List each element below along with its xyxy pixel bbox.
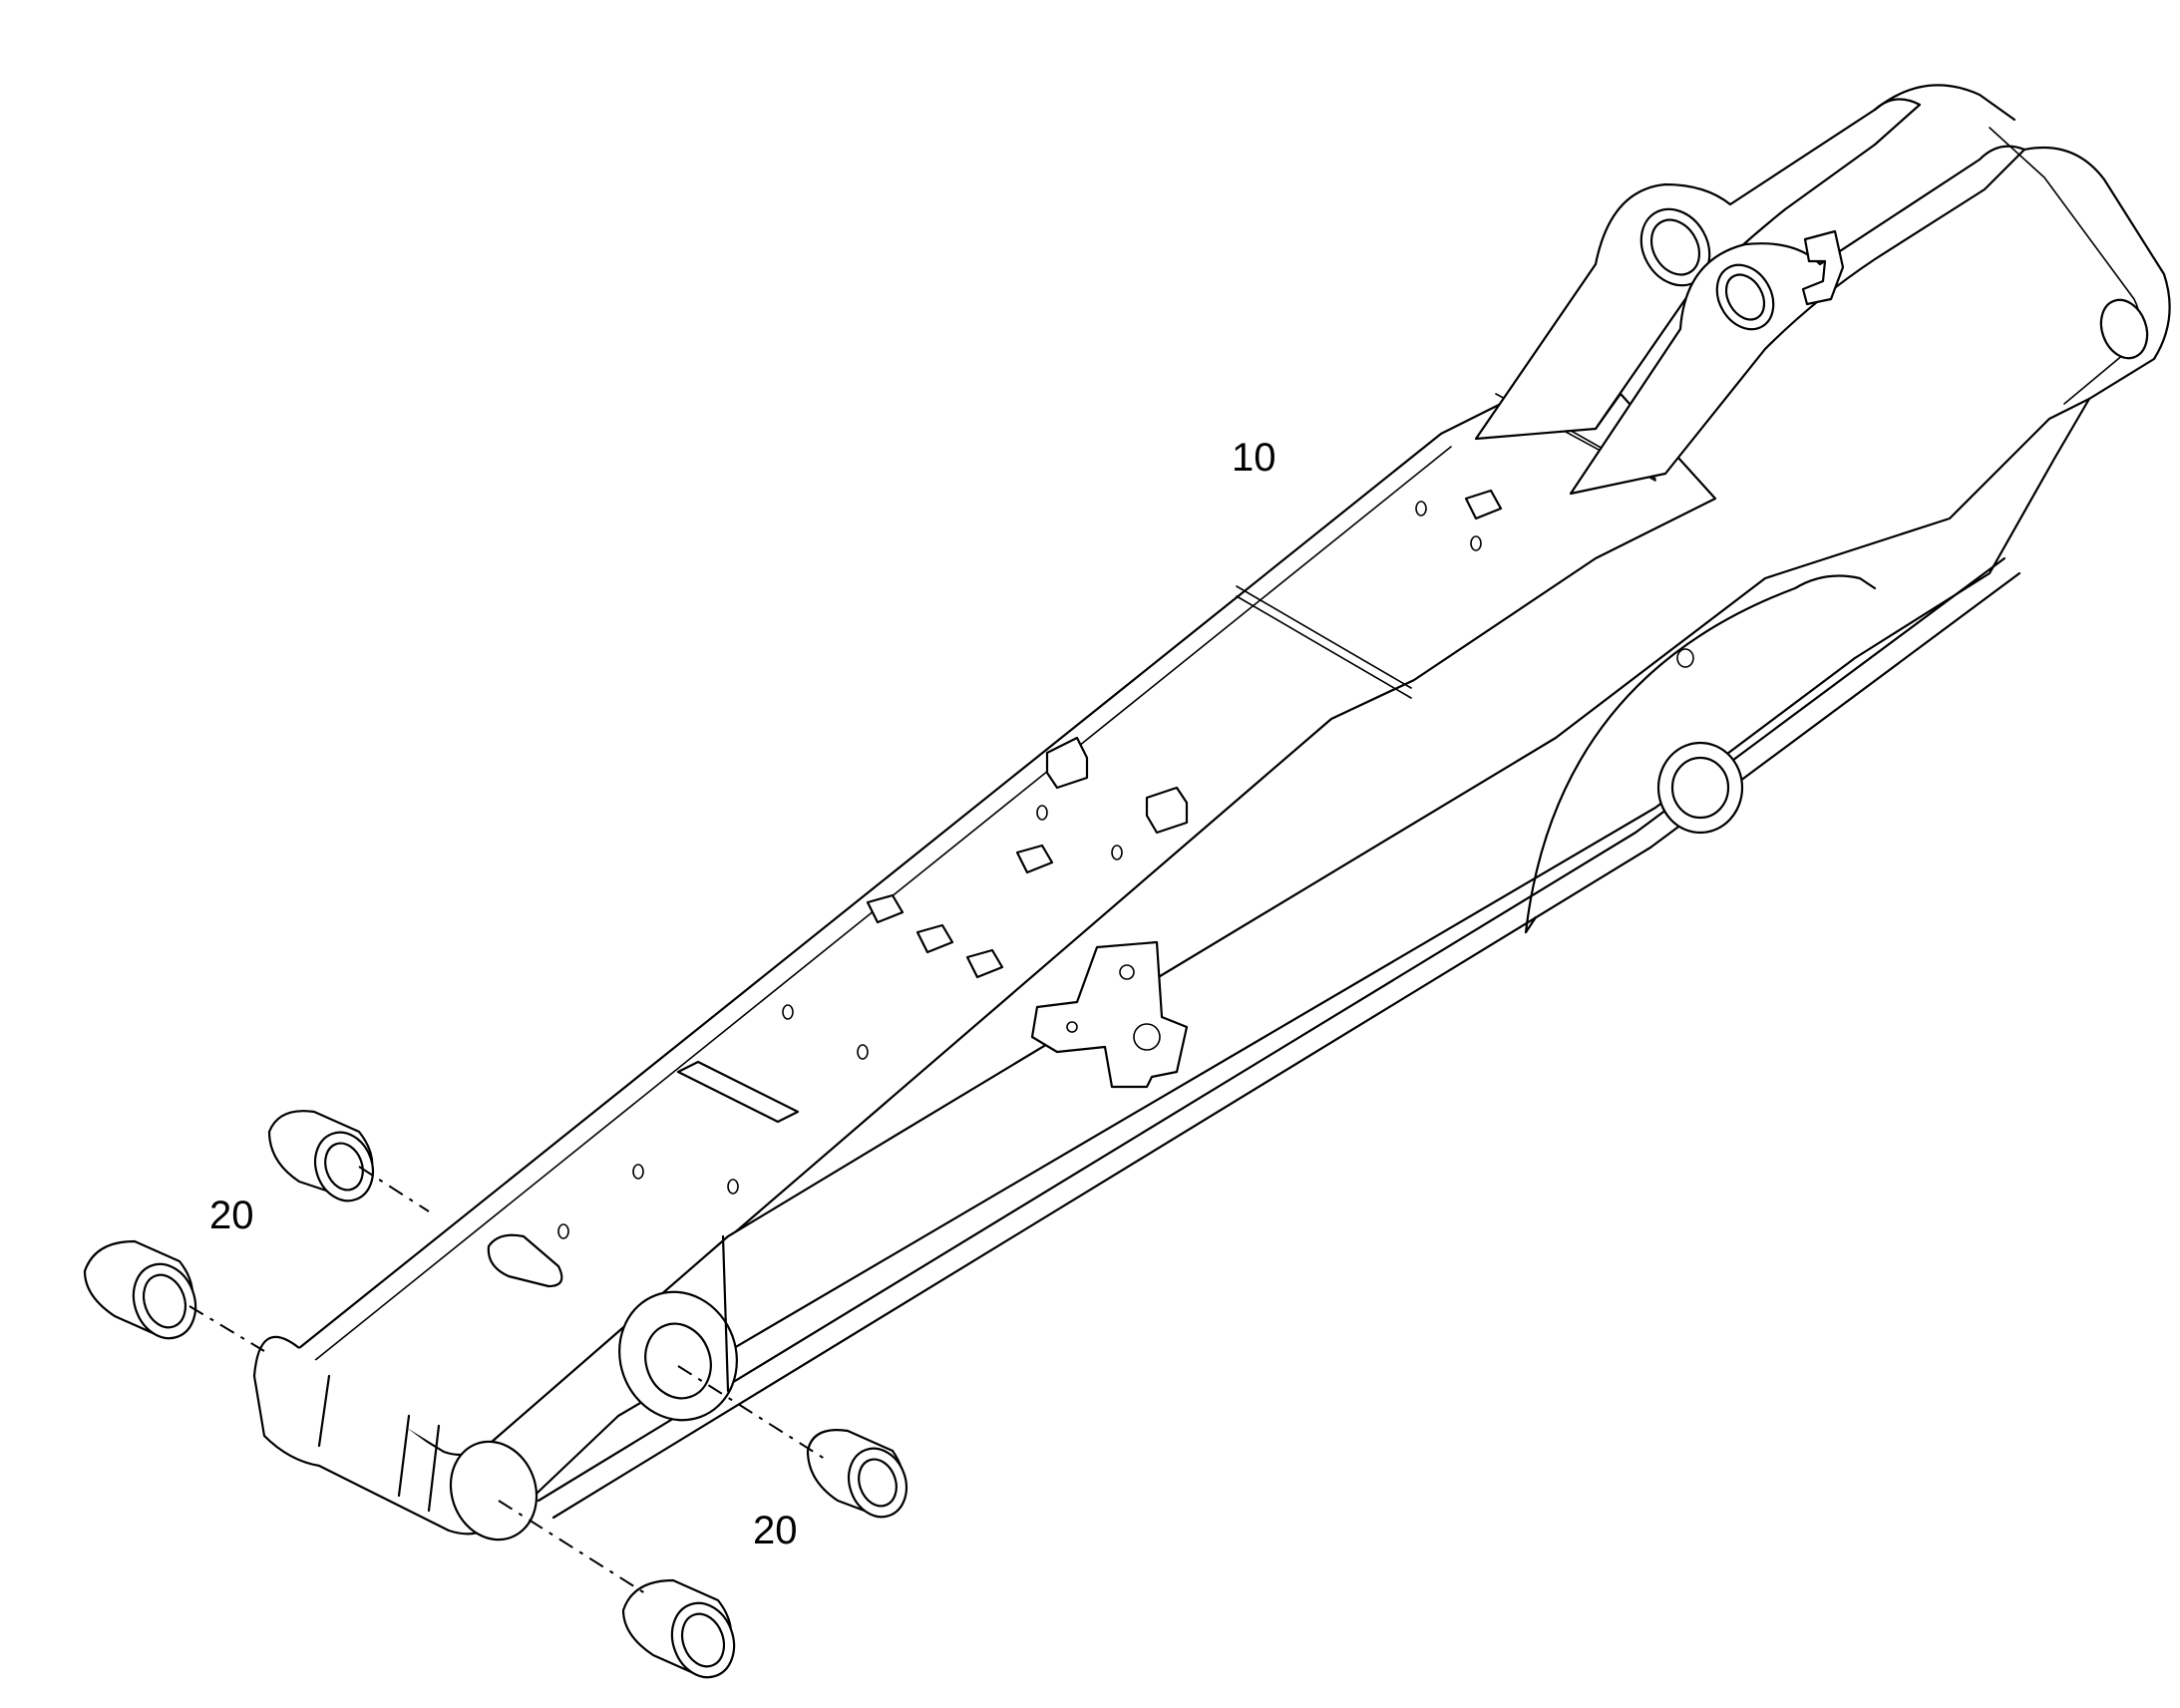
rear-side-plate bbox=[1524, 574, 1877, 934]
mounting-strip bbox=[676, 1060, 800, 1124]
pad bbox=[965, 948, 1004, 979]
centerline-right-lower bbox=[498, 1500, 649, 1596]
side-cross-bracket bbox=[1030, 940, 1189, 1089]
pad bbox=[915, 923, 954, 954]
plate-seam-front-2 bbox=[1236, 595, 1412, 699]
rear-end-hole bbox=[2099, 298, 2149, 360]
bushing-right-upper bbox=[806, 1429, 908, 1519]
mounting-oval-plate bbox=[487, 1233, 563, 1288]
top-plate-fittings bbox=[487, 489, 1503, 1288]
callout-part-20-left: 20 bbox=[209, 1194, 254, 1237]
front-pivot-hole bbox=[449, 1440, 539, 1541]
bushing-right-lower bbox=[621, 1578, 736, 1679]
callout-part-20-right: 20 bbox=[753, 1509, 798, 1552]
rear-frame-loop bbox=[1873, 84, 2171, 401]
centerline-right-upper bbox=[677, 1365, 829, 1462]
front-pivot-boss bbox=[252, 1335, 539, 1541]
centerline-top-left bbox=[358, 1166, 430, 1212]
pad bbox=[1045, 736, 1089, 790]
boom-bottom-flange bbox=[537, 556, 2021, 1520]
rear-middle-lug-hole bbox=[1715, 263, 1775, 331]
boom-assembly bbox=[252, 84, 2171, 1541]
hook-bracket bbox=[1801, 229, 1845, 306]
pad bbox=[1464, 489, 1503, 520]
boom-side-web bbox=[489, 397, 2091, 1513]
pad bbox=[866, 893, 905, 924]
pad bbox=[1015, 844, 1054, 874]
plate-seam-front bbox=[1236, 585, 1412, 689]
pad bbox=[1145, 786, 1189, 835]
mid-pivot-hole bbox=[644, 1322, 712, 1400]
boom-top-plate bbox=[297, 387, 1717, 1457]
centerline-left bbox=[188, 1305, 265, 1352]
callout-part-10: 10 bbox=[1232, 436, 1276, 480]
bushing-left bbox=[83, 1239, 197, 1340]
rear-pin-boss bbox=[1656, 741, 1744, 835]
bushing-top-left bbox=[267, 1110, 375, 1202]
